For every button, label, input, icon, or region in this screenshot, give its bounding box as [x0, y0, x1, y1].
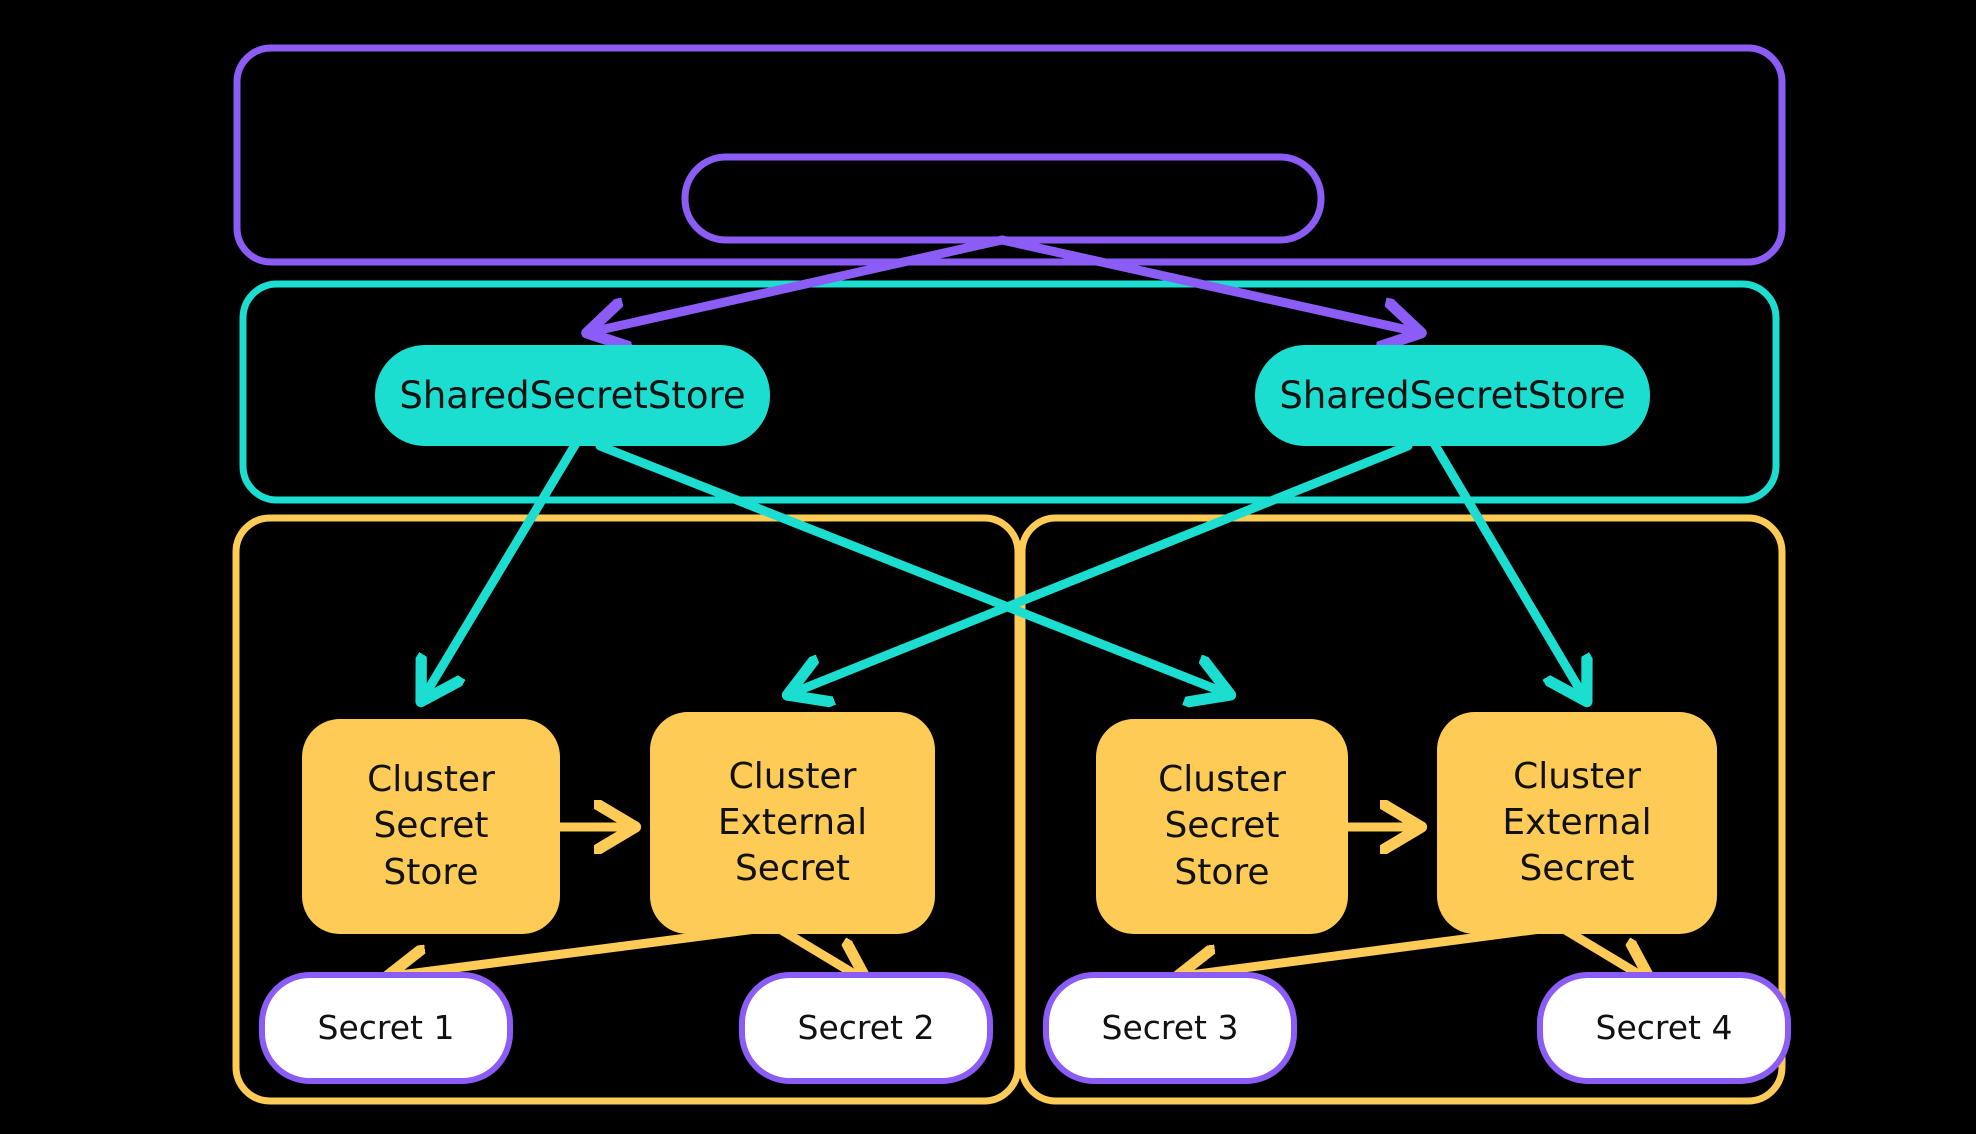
edge-cluster-external-secret-left-to-secret-1: [400, 923, 769, 975]
container-shared-scope: [239, 280, 1780, 504]
node-secret-2[interactable]: [739, 972, 993, 1084]
edge-cluster-external-secret-left-to-secret-2: [773, 923, 856, 975]
node-cluster-external-secret-left[interactable]: [650, 712, 935, 934]
container-cluster-left: [232, 514, 1022, 1105]
container-operator-scope: [233, 44, 1786, 266]
node-cluster-external-secret-right[interactable]: [1437, 712, 1717, 934]
node-cluster-secret-store-right[interactable]: [1096, 719, 1348, 934]
node-secret-1[interactable]: [259, 972, 513, 1084]
edge-cluster-external-secret-right-to-secret-4: [1557, 923, 1640, 975]
edge-shared-right-to-cluster-external-secret-right: [1427, 435, 1580, 690]
edge-shared-left-to-cluster-secret-store-left: [428, 435, 583, 690]
edge-shared-right-to-cluster-external-secret-left: [800, 441, 1413, 690]
node-secret-3[interactable]: [1043, 972, 1297, 1084]
edge-cluster-external-secret-right-to-secret-3: [1190, 923, 1553, 975]
edge-operator-to-shared-store-left: [600, 235, 1007, 330]
edge-shared-left-to-cluster-secret-store-right: [595, 441, 1218, 690]
node-operator-pill[interactable]: [681, 153, 1325, 244]
node-secret-4[interactable]: [1537, 972, 1791, 1084]
node-cluster-secret-store-left[interactable]: [302, 719, 560, 934]
container-cluster-right: [1018, 514, 1786, 1105]
edge-operator-to-shared-store-right: [997, 235, 1408, 330]
node-shared-store-right[interactable]: [1255, 345, 1650, 446]
node-shared-store-left[interactable]: [375, 345, 770, 446]
